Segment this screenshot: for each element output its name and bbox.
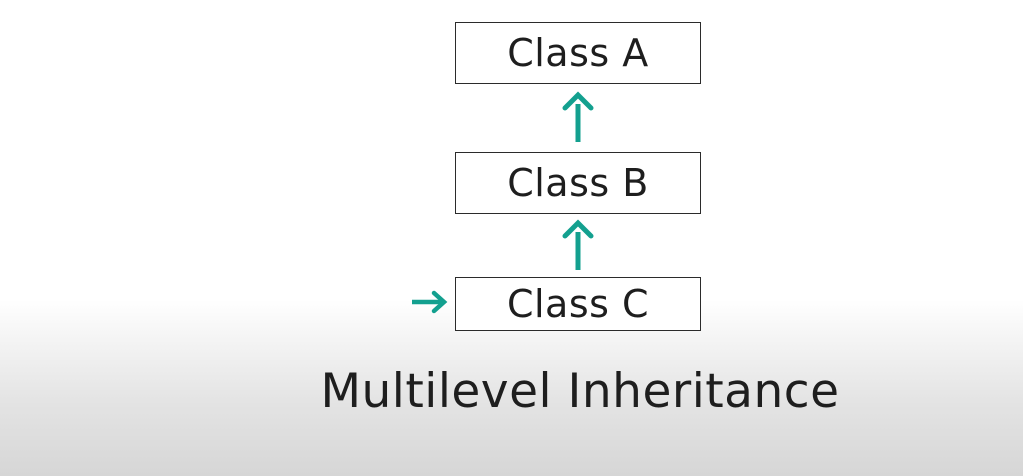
class-c-node: Class C bbox=[455, 277, 701, 331]
arrow-b-to-a bbox=[562, 91, 594, 142]
class-a-node: Class A bbox=[455, 22, 701, 84]
pointer-arrow-class-c bbox=[412, 290, 448, 314]
diagram-title: Multilevel Inheritance bbox=[320, 364, 840, 419]
arrow-c-to-b bbox=[562, 219, 594, 270]
class-c-label: Class C bbox=[506, 282, 650, 326]
class-b-node: Class B bbox=[455, 152, 701, 214]
class-b-label: Class B bbox=[507, 161, 649, 205]
class-a-label: Class A bbox=[507, 31, 649, 75]
